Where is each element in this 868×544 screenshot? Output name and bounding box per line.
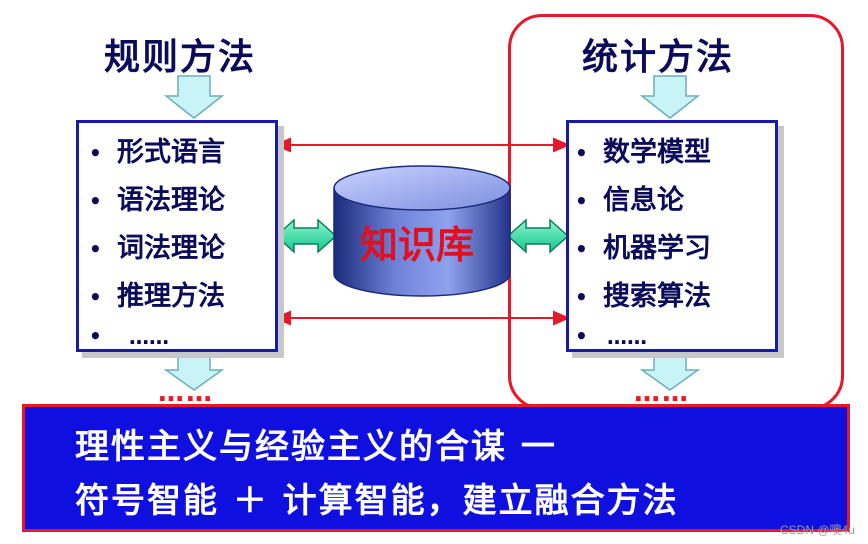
- banner-line-2: 符号智能 ＋ 计算智能，建立融合方法: [75, 481, 679, 521]
- left-bottom-down-arrow: [163, 349, 225, 391]
- left-green-double-arrow: [274, 218, 338, 254]
- list-item: •信息论: [575, 185, 684, 216]
- list-item: •……: [89, 324, 169, 349]
- top-red-double-arrow: [273, 137, 571, 153]
- right-green-double-arrow: [506, 218, 570, 254]
- list-item: •推理方法: [89, 281, 225, 312]
- right-bottom-down-arrow: [639, 349, 701, 391]
- left-continuation-dots: ……: [158, 378, 214, 408]
- list-item: •语法理论: [89, 185, 225, 216]
- list-item: •词法理论: [89, 233, 225, 264]
- right-top-down-arrow: [639, 75, 701, 119]
- list-item: •……: [575, 324, 647, 349]
- conclusion-banner: 理性主义与经验主义的合谋 一 符号智能 ＋ 计算智能，建立融合方法: [22, 404, 850, 532]
- list-item: •机器学习: [575, 233, 711, 264]
- statistical-methods-box: •数学模型 •信息论 •机器学习 •搜索算法 •……: [566, 120, 778, 352]
- statistical-methods-title: 统计方法: [582, 37, 735, 78]
- bottom-red-double-arrow: [273, 310, 571, 326]
- list-item: •搜索算法: [575, 281, 711, 312]
- list-item: •数学模型: [575, 137, 711, 168]
- right-continuation-dots: ……: [634, 378, 690, 408]
- knowledge-base-label: 知识库: [360, 223, 475, 267]
- banner-line-1: 理性主义与经验主义的合谋 一: [75, 427, 557, 467]
- left-top-down-arrow: [163, 75, 225, 119]
- rule-methods-title: 规则方法: [104, 37, 257, 78]
- list-item: •形式语言: [89, 137, 225, 168]
- knowledge-base-cylinder: [333, 165, 511, 297]
- watermark: CSDN @噢4u: [780, 523, 855, 537]
- rule-methods-box: •形式语言 •语法理论 •词法理论 •推理方法 •……: [76, 120, 278, 352]
